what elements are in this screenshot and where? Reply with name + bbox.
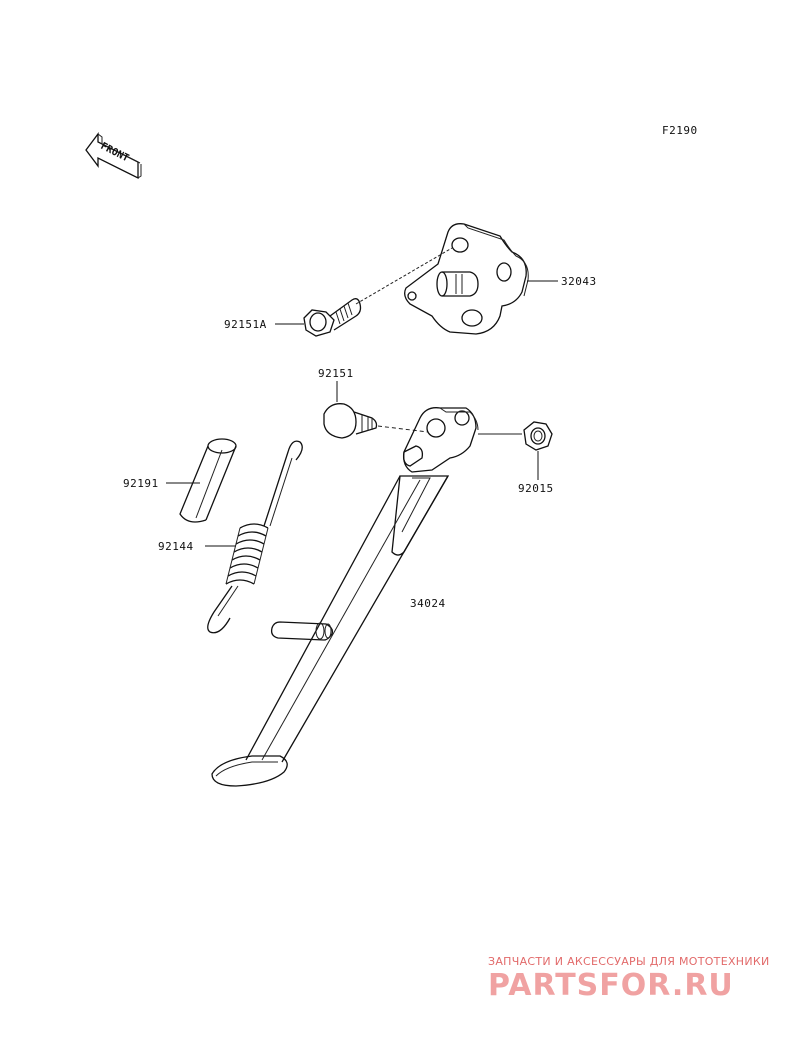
bracket-bolt-part (303, 247, 453, 337)
collar-part (179, 438, 237, 523)
nut-part (478, 421, 553, 451)
nut-part-number: 92015 (518, 482, 554, 495)
collar-part-number: 92191 (123, 477, 159, 490)
diagram-code: F2190 (662, 124, 698, 137)
watermark-logo: PARTSFOR.RU (488, 968, 734, 1003)
side-stand-part-number: 34024 (410, 597, 446, 610)
spring-part-number: 92144 (158, 540, 194, 553)
side-stand-part (211, 407, 479, 787)
bracket-bolt-part-number: 92151A (224, 318, 267, 331)
spring-part (207, 440, 303, 634)
front-arrow-icon: FRONT (85, 132, 142, 180)
bracket-part (404, 223, 529, 335)
pivot-bolt-part-number: 92151 (318, 367, 354, 380)
bracket-part-number: 32043 (561, 275, 597, 288)
pivot-bolt-part (323, 403, 429, 439)
watermark-tagline: ЗАПЧАСТИ И АКСЕССУАРЫ ДЛЯ МОТОТЕХНИКИ (488, 955, 770, 968)
